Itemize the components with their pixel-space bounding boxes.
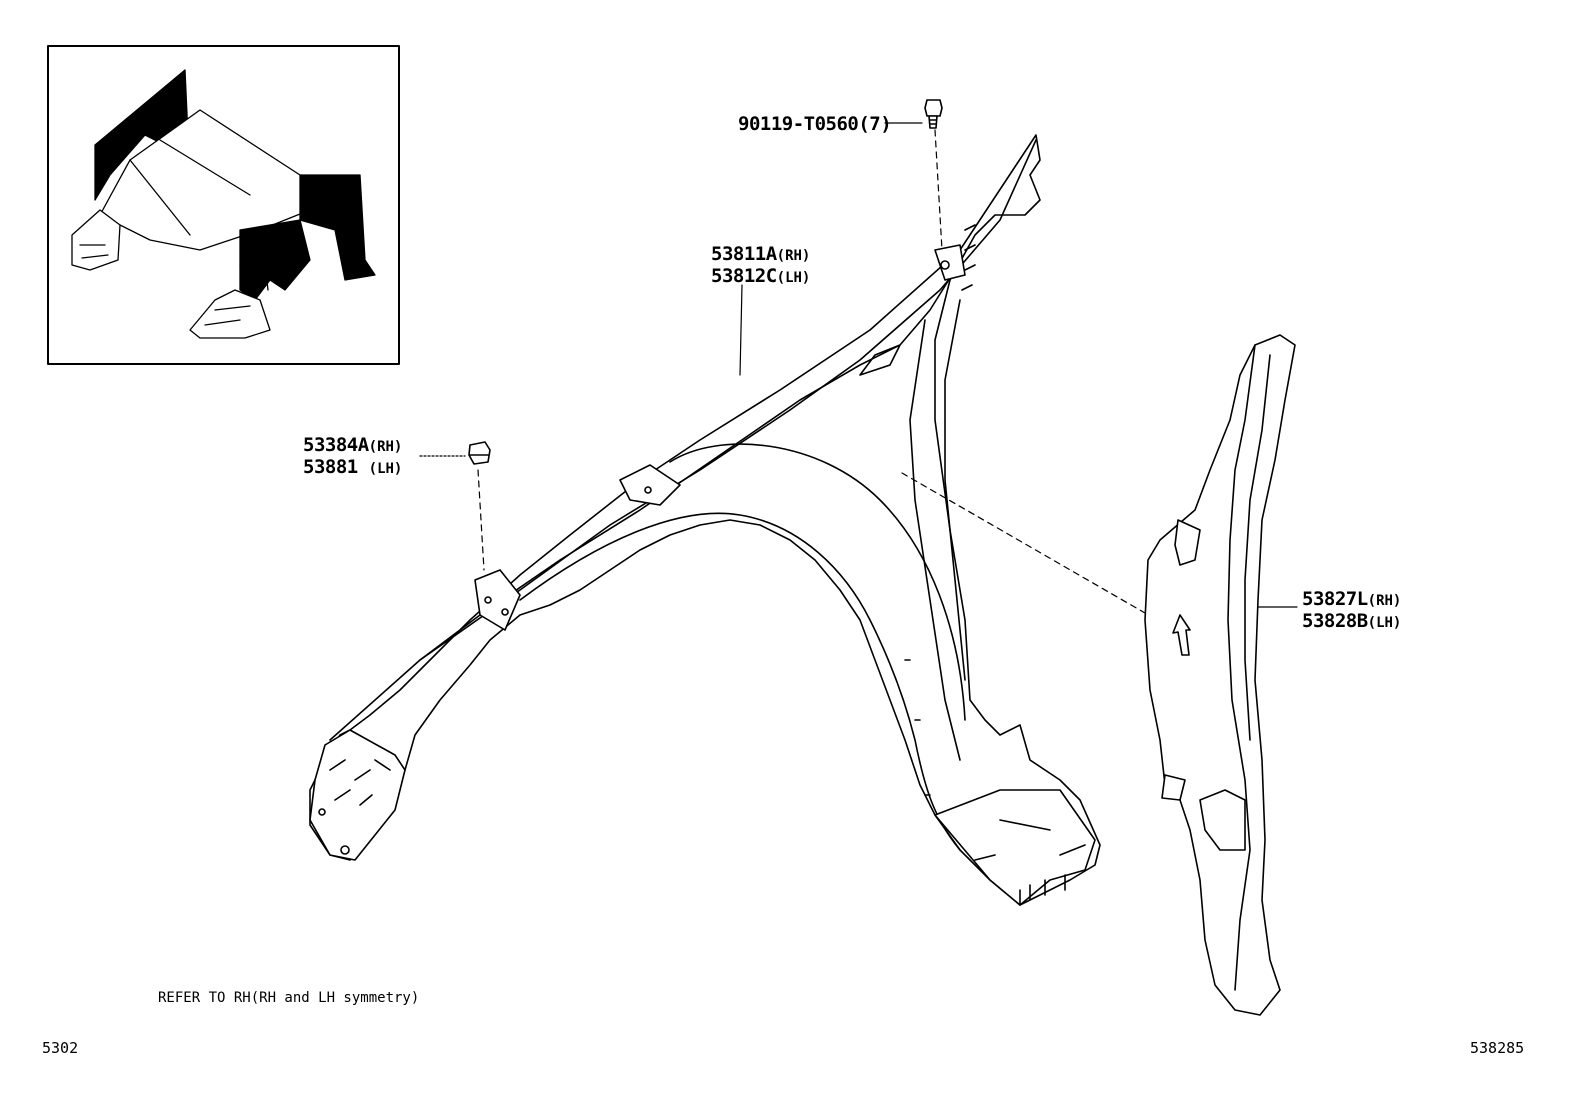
fender-top-edge <box>329 139 1037 741</box>
bolt-part-number: 90119-T0560 <box>738 113 859 135</box>
inset-overview <box>47 45 400 365</box>
liner-dashed-line <box>901 472 1146 614</box>
cushion-rh-side: (RH) <box>368 439 403 455</box>
fender-outline <box>309 134 1101 906</box>
liner-lh-label: 53828B(LH) <box>1302 611 1401 634</box>
fender-lh-side: (LH) <box>776 270 811 286</box>
liner-lower-panel <box>1199 789 1246 851</box>
cushion-dashed-line <box>477 469 485 571</box>
liner-lh-number: 53828B <box>1302 610 1368 632</box>
bolt-fastener <box>924 99 943 129</box>
cushion-lh-number: 53881 <box>303 456 369 478</box>
fender-wheel-arch <box>669 443 966 721</box>
fender-lh-number: 53812C <box>711 265 777 287</box>
liner-upper-tab <box>1174 519 1201 566</box>
cushion-lh-side: (LH) <box>368 461 403 477</box>
fender-mid-bracket <box>474 569 521 631</box>
liner-rh-side: (RH) <box>1367 593 1402 609</box>
fender-leader <box>739 284 743 376</box>
fender-rear-leg <box>909 319 961 761</box>
front-fender <box>309 134 1101 906</box>
fender-rh-number: 53811A <box>711 243 777 265</box>
footer-right-code: 538285 <box>1470 1039 1525 1057</box>
liner-lh-side: (LH) <box>1367 615 1402 631</box>
leader-lines <box>419 122 1298 614</box>
fender-top-bracket <box>619 464 681 506</box>
bolt-quantity: (7) <box>858 113 892 135</box>
fender-wheel-arch-lip <box>519 512 961 851</box>
cushion-clip <box>468 441 491 465</box>
footer-left-code: 5302 <box>42 1039 79 1057</box>
fender-slot <box>859 344 901 376</box>
inset-frame <box>47 45 400 365</box>
liner-rh-number: 53827L <box>1302 588 1368 610</box>
cushion-rh-number: 53384A <box>303 434 369 456</box>
fender-rh-side: (RH) <box>776 248 811 264</box>
liner-rh-label: 53827L(RH) <box>1302 589 1401 612</box>
fender-front-mount <box>309 729 406 861</box>
bolt-part-label: 90119-T0560(7) <box>738 113 892 135</box>
fender-rh-label: 53811A(RH) <box>711 244 810 267</box>
fender-rear-edge-holes <box>961 224 976 291</box>
fender-bottom-bracket <box>934 789 1096 906</box>
liner-lower-tab <box>1161 774 1186 801</box>
fender-mount-tab <box>934 244 966 281</box>
fender-lh-label: 53812C(LH) <box>711 266 810 289</box>
bolt-dashed-line <box>934 129 943 251</box>
symmetry-note: REFER TO RH(RH and LH symmetry) <box>158 990 420 1006</box>
cushion-lh-label: 53881 (LH) <box>303 457 402 480</box>
inset-hood-and-fenders <box>71 69 376 339</box>
fender-liner <box>1144 334 1296 1016</box>
cushion-rh-label: 53384A(RH) <box>303 435 402 458</box>
liner-arrow-icon <box>1172 614 1191 656</box>
fender-inner-flange <box>419 269 956 661</box>
liner-outline <box>1144 334 1296 1016</box>
fender-rear-leg-inner <box>944 299 966 681</box>
